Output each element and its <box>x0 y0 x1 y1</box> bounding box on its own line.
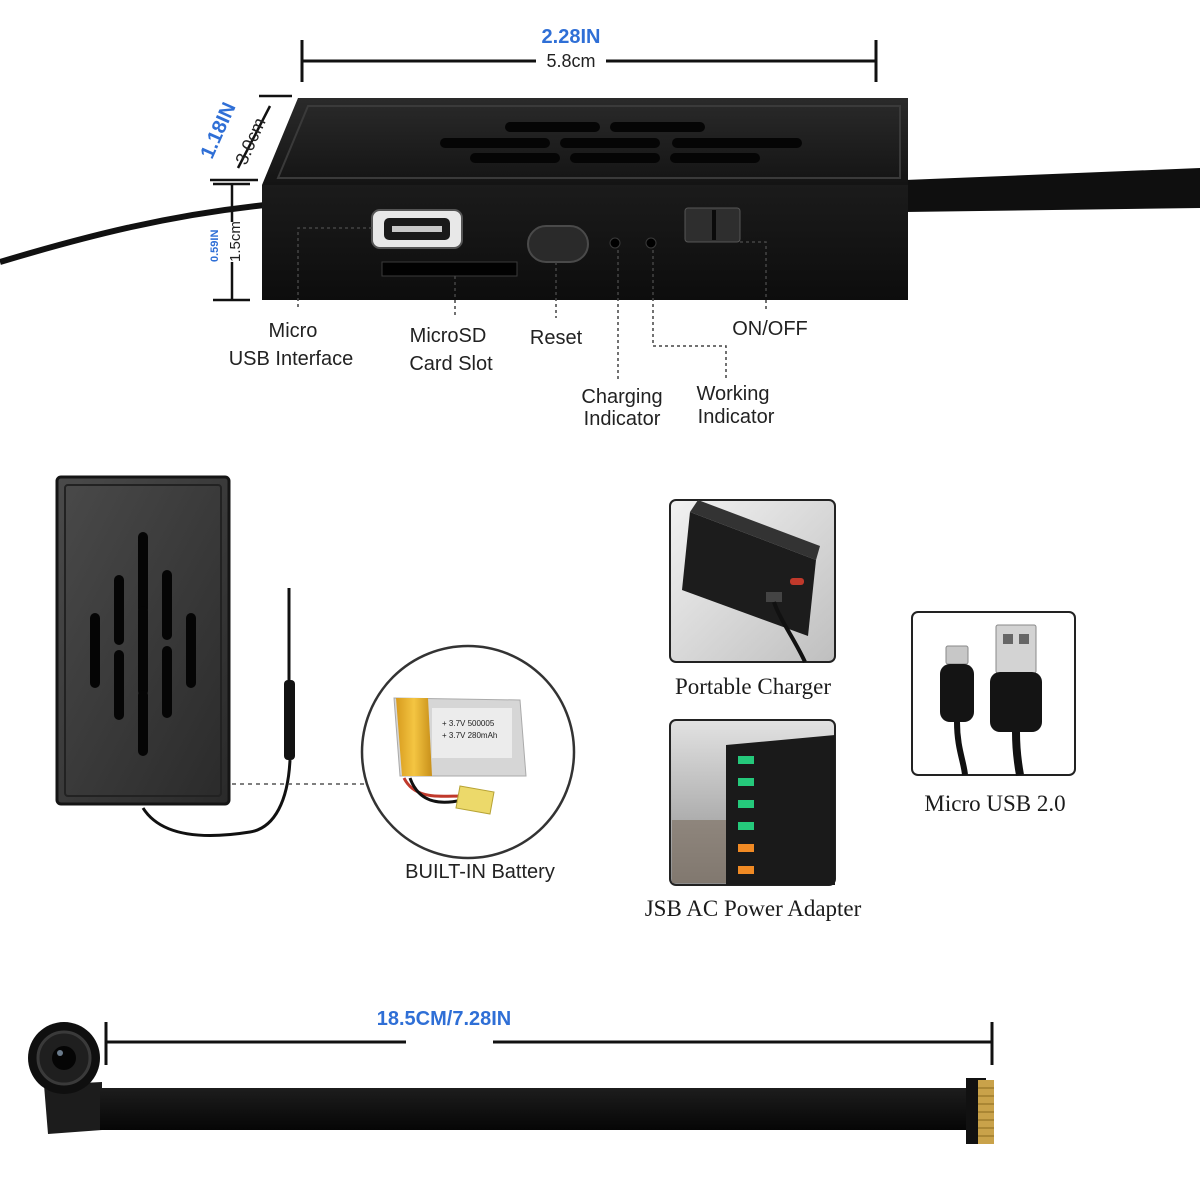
micro-usb-label-line1: Micro <box>269 320 318 342</box>
antenna <box>141 588 295 837</box>
height-dimension <box>213 182 250 302</box>
height-cm-label: 1.5cm <box>227 221 244 262</box>
micro-usb-cable-card <box>911 611 1076 776</box>
battery-callout: + 3.7V 500005 + 3.7V 280mAh <box>360 644 576 860</box>
portable-charger-card <box>669 499 836 663</box>
microsd-slot <box>381 261 518 277</box>
microsd-label-line2: Card Slot <box>409 353 493 375</box>
portable-charger-label: Portable Charger <box>675 674 831 699</box>
depth-dimension <box>210 94 292 182</box>
height-in-label: 0.59IN <box>209 230 221 262</box>
leader-lines <box>297 227 767 380</box>
cable-length-dimension <box>104 1022 994 1065</box>
battery-caption: BUILT-IN Battery <box>405 861 555 883</box>
working-label-line1: Working <box>697 383 770 405</box>
device-box <box>0 98 1200 300</box>
working-led <box>645 237 657 249</box>
cable-length-label: 18.5CM/7.28IN <box>377 1008 512 1030</box>
top-vent-grille <box>440 122 802 163</box>
micro-usb-cable-label: Micro USB 2.0 <box>924 791 1065 816</box>
power-bank <box>682 512 816 636</box>
battery-label-line1: + 3.7V 500005 <box>442 719 495 728</box>
width-in-label: 2.28IN <box>542 26 601 48</box>
reset-button <box>527 225 589 263</box>
charging-led <box>609 237 621 249</box>
top-view-vent-grille <box>90 532 196 756</box>
ribbon-connector <box>966 1078 994 1144</box>
onoff-label: ON/OFF <box>732 318 808 340</box>
width-cm-label: 5.8cm <box>546 51 595 71</box>
adapter-usb-ports <box>738 756 754 874</box>
ribbon-cable <box>100 1088 968 1130</box>
left-cable <box>0 202 266 265</box>
charging-label-line2: Indicator <box>584 408 661 430</box>
battery-label-line2: + 3.7V 280mAh <box>442 731 497 740</box>
depth-cm-label: 3.0cm <box>231 115 269 168</box>
width-dimension <box>300 40 878 82</box>
device-top-view <box>55 475 231 806</box>
usb-adapter-label: JSB AC Power Adapter <box>645 896 862 921</box>
micro-usb-label-line2: USB Interface <box>229 348 354 370</box>
charging-label-line1: Charging <box>581 386 662 408</box>
reset-label: Reset <box>530 327 583 349</box>
camera-module <box>28 1022 102 1134</box>
microsd-label-line1: MicroSD <box>410 325 487 347</box>
right-flat-cable <box>905 168 1200 212</box>
usb-adapter-card <box>669 719 836 886</box>
working-label-line2: Indicator <box>698 406 775 428</box>
